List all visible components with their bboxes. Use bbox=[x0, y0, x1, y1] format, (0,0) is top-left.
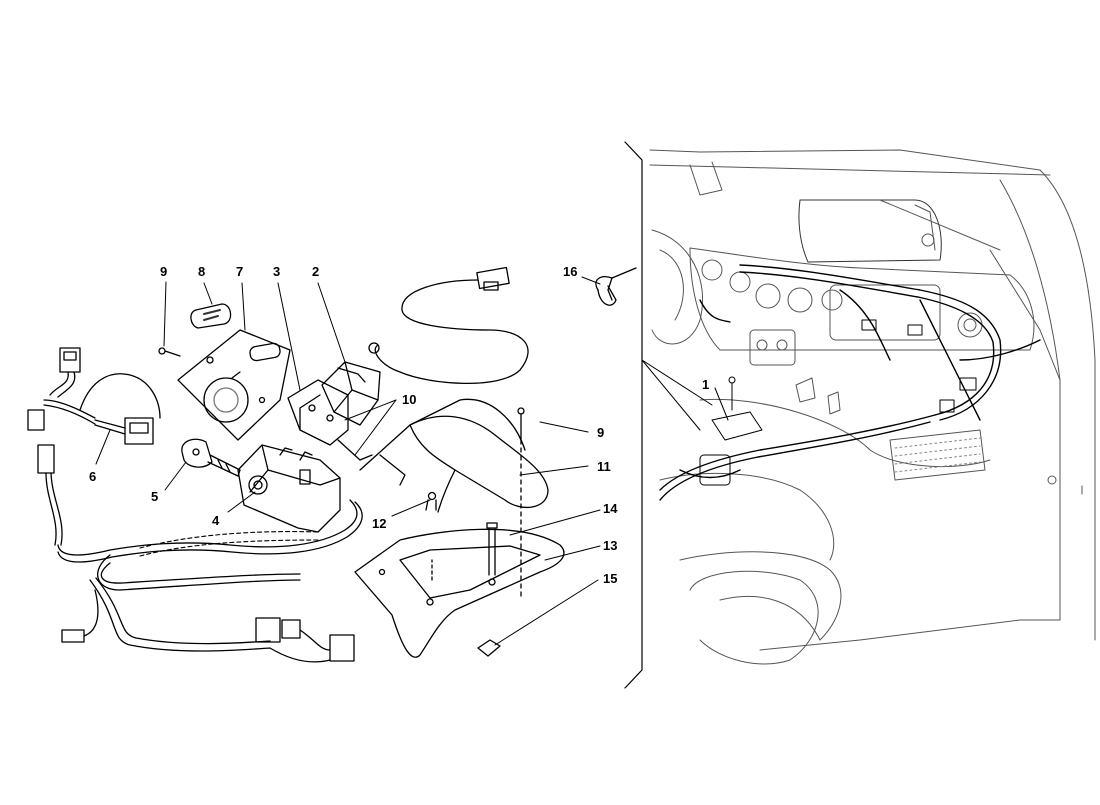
harness-connector-double-a bbox=[255, 617, 281, 643]
screw-icon bbox=[517, 407, 525, 601]
callout-1-assembly: 1 bbox=[702, 377, 710, 392]
cable-tie-icon bbox=[595, 267, 637, 306]
trim-plate bbox=[177, 329, 291, 441]
harness-connector-lower bbox=[37, 444, 55, 474]
console-cover bbox=[359, 398, 549, 513]
screw-icon bbox=[425, 491, 437, 511]
callout-8-label: 8 bbox=[198, 264, 206, 279]
harness-connector-top bbox=[59, 347, 81, 373]
callout-9-screw: 9 bbox=[160, 264, 168, 279]
callout-7-trim-plate: 7 bbox=[236, 264, 244, 279]
car-interior-view bbox=[641, 149, 1096, 665]
harness-connector-left bbox=[27, 409, 45, 431]
wiring-harness bbox=[27, 347, 363, 663]
callout-3-bracket: 3 bbox=[273, 264, 281, 279]
callout-11-console-cover: 11 bbox=[597, 459, 611, 474]
clip-part bbox=[477, 639, 501, 657]
callout-13-base: 13 bbox=[603, 538, 618, 553]
panel-divider bbox=[624, 141, 643, 689]
callout-4-ignition-switch: 4 bbox=[212, 513, 220, 528]
bolt-part bbox=[486, 522, 498, 576]
callout-2-module: 2 bbox=[312, 264, 320, 279]
key-icon bbox=[181, 438, 241, 477]
harness-connector-mid bbox=[124, 417, 154, 445]
earth-lead bbox=[368, 266, 529, 385]
harness-connector-double-b bbox=[329, 634, 355, 662]
callout-14-bolt: 14 bbox=[603, 501, 618, 516]
leader-lines bbox=[95, 276, 601, 646]
callout-6-harness: 6 bbox=[89, 469, 97, 484]
ignition-switch-icon bbox=[237, 444, 341, 533]
callout-16-cable-tie: 16 bbox=[563, 264, 578, 279]
label-tag bbox=[190, 303, 232, 329]
callout-15-clip: 15 bbox=[603, 571, 618, 586]
callout-5-key: 5 bbox=[151, 489, 159, 504]
screw-icon bbox=[158, 347, 181, 357]
callout-12-screw: 12 bbox=[372, 516, 387, 531]
bracket-part bbox=[287, 379, 373, 461]
console-base bbox=[354, 528, 565, 658]
harness-connector-bottom bbox=[61, 629, 85, 643]
callout-9-screw-right: 9 bbox=[597, 425, 605, 440]
callout-10: 10 bbox=[402, 392, 417, 407]
